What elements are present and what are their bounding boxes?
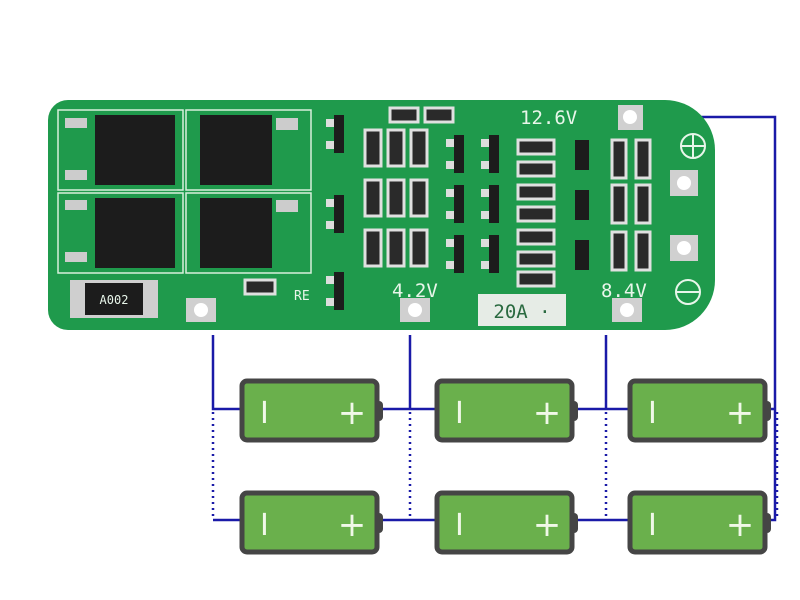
smd-resistor (386, 178, 406, 218)
smd-transistor (454, 235, 464, 273)
smd-capacitor (610, 183, 628, 225)
smd-capacitor (634, 138, 652, 180)
current-rating-box (478, 294, 566, 326)
smd-resistor (409, 228, 429, 268)
plus-symbol-icon (680, 133, 706, 159)
smd-resistor (423, 106, 455, 124)
smd-transistor (489, 185, 499, 223)
battery-cell: I+ (627, 378, 771, 443)
positive-terminal-symbol: + (726, 393, 755, 433)
smd-capacitor (610, 138, 628, 180)
battery-body (434, 490, 575, 555)
mosfets (57, 109, 312, 274)
parallel-dotted-links (211, 412, 779, 520)
negative-terminal-symbol: I (648, 396, 657, 431)
re-label: RE (294, 289, 310, 304)
smd-transistor (334, 115, 344, 153)
battery-cell: I+ (434, 378, 578, 443)
shunt-label: A002 (100, 293, 129, 307)
smd-transistor (454, 185, 464, 223)
smd-resistor (516, 138, 556, 156)
b-plus-voltage-label: 12.6V (520, 107, 577, 129)
smd-transistor (489, 135, 499, 173)
smd-transistor (334, 272, 344, 310)
smd-ic (575, 240, 589, 270)
smd-resistor (386, 228, 406, 268)
battery-cell: I+ (434, 490, 578, 555)
negative-terminal-symbol: I (260, 508, 269, 543)
battery-body (627, 490, 768, 555)
smd-ic (575, 140, 589, 170)
positive-terminal-symbol: + (338, 505, 367, 545)
b-minus-wire (211, 335, 242, 411)
battery-body (434, 378, 575, 443)
smd-ic (575, 190, 589, 220)
smd-resistor (516, 250, 556, 268)
negative-terminal-symbol: I (455, 396, 464, 431)
smd-resistor (363, 228, 383, 268)
negative-terminal-symbol: I (648, 508, 657, 543)
smd-components (243, 106, 652, 310)
mid1-voltage-label: 4.2V (392, 280, 438, 302)
smd-resistor (516, 183, 556, 201)
battery-body (239, 490, 380, 555)
smd-resistor (409, 128, 429, 168)
minus-symbol-icon (675, 279, 701, 305)
battery-cell: I+ (627, 490, 771, 555)
negative-terminal-symbol: I (455, 508, 464, 543)
smd-resistor (363, 128, 383, 168)
smd-resistor (516, 228, 556, 246)
smd-capacitor (610, 230, 628, 272)
battery-body (627, 378, 768, 443)
smd-transistor (334, 195, 344, 233)
smd-resistor (243, 278, 277, 296)
battery-pack: I+I+I+I+I+I+ (239, 378, 771, 555)
solder-pads (186, 105, 698, 322)
smd-resistor (386, 128, 406, 168)
smd-capacitor (634, 183, 652, 225)
smd-capacitor (634, 230, 652, 272)
smd-resistor (409, 178, 429, 218)
smd-transistor (454, 135, 464, 173)
positive-terminal-symbol: + (338, 393, 367, 433)
battery-body (239, 378, 380, 443)
smd-resistor (363, 178, 383, 218)
positive-terminal-symbol: + (533, 505, 562, 545)
battery-cell: I+ (239, 490, 383, 555)
smd-resistor (388, 106, 420, 124)
negative-terminal-symbol: I (260, 396, 269, 431)
pcb-board: A002 RE 12.6V 4.2V 8.4V 20A · (48, 100, 715, 330)
mid2-voltage-label: 8.4V (601, 280, 647, 302)
battery-cell: I+ (239, 378, 383, 443)
smd-resistor (516, 160, 556, 178)
smd-resistor (516, 270, 556, 288)
positive-terminal-symbol: + (533, 393, 562, 433)
smd-resistor (516, 205, 556, 223)
current-rating-label: 20A · (493, 301, 550, 323)
positive-terminal-symbol: + (726, 505, 755, 545)
smd-transistor (489, 235, 499, 273)
